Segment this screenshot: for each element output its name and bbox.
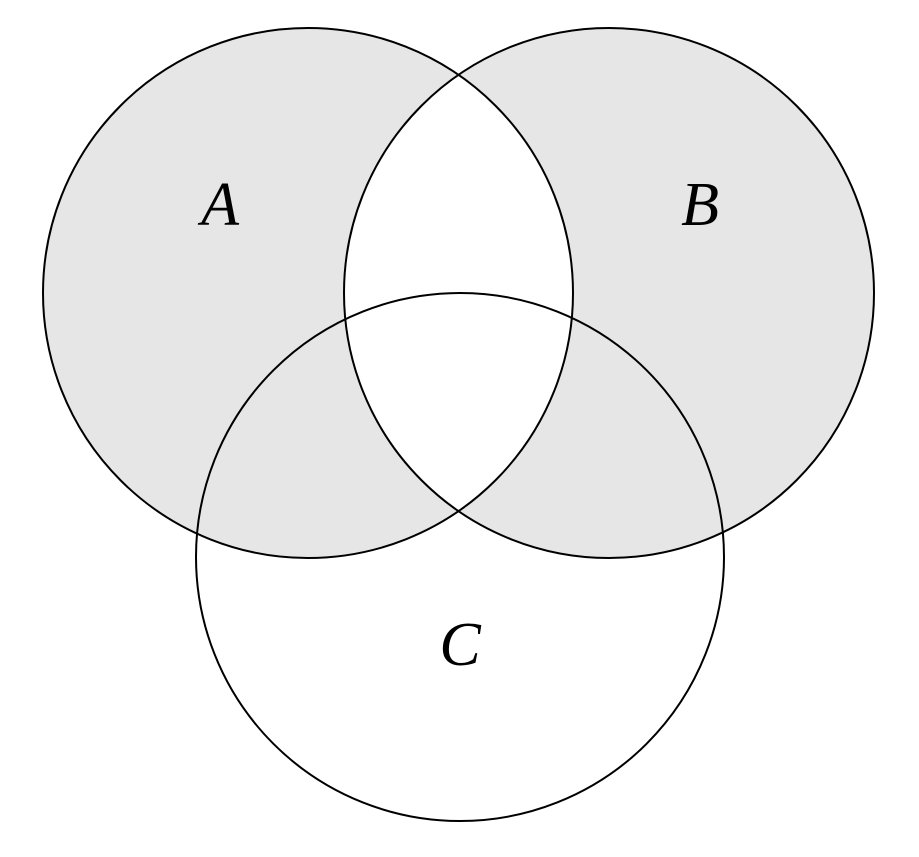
set-label-b: B bbox=[681, 171, 719, 239]
set-label-c: C bbox=[439, 611, 481, 679]
circle-c-outline[interactable] bbox=[195, 292, 725, 822]
set-label-a: A bbox=[197, 171, 240, 239]
circle-outlines bbox=[42, 27, 875, 822]
circle-b-outline[interactable] bbox=[343, 27, 875, 559]
circle-a-outline[interactable] bbox=[42, 27, 574, 559]
